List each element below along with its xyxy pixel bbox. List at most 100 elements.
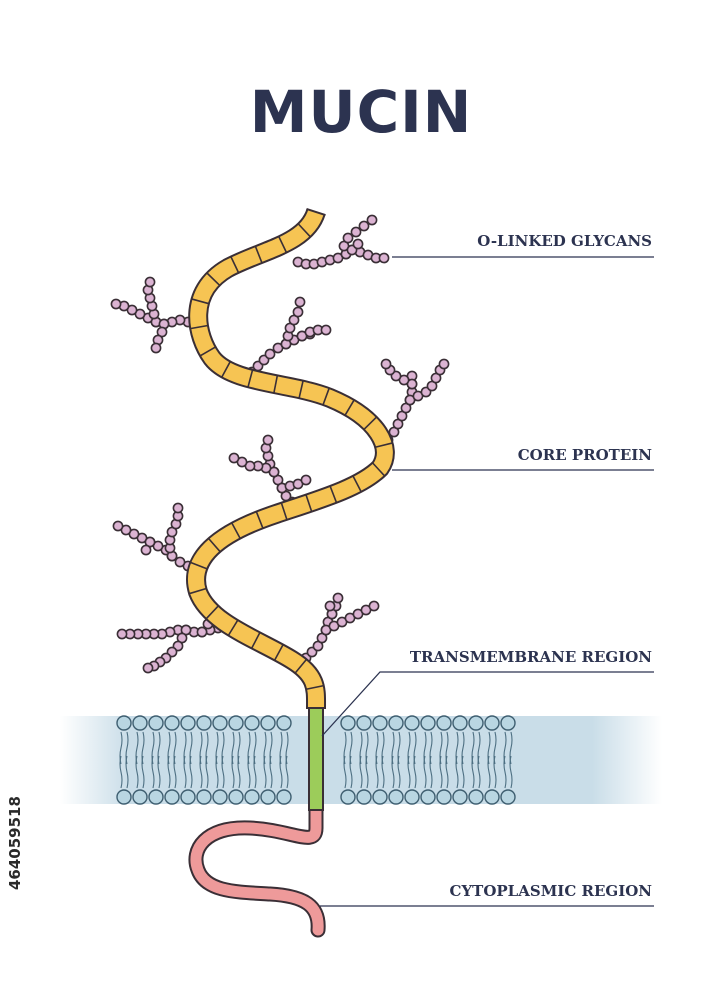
- lipid-head: [484, 715, 500, 731]
- core-protein-segments: [188, 207, 393, 710]
- core-segment-divider: [230, 256, 240, 274]
- core-segment-divider: [297, 223, 312, 238]
- o-linked-glycans: [110, 214, 450, 674]
- lipid-head: [468, 789, 484, 805]
- glycan-bead: [332, 592, 344, 604]
- core-segment-divider: [254, 245, 263, 264]
- core-segment-divider: [294, 658, 308, 674]
- lipid-tails: [119, 731, 513, 789]
- core-segment-divider: [273, 644, 284, 661]
- lipid-head: [484, 789, 500, 805]
- glycan-bead: [292, 306, 304, 318]
- glycan-bead: [438, 358, 450, 370]
- glycan-bead: [144, 276, 156, 288]
- label-o-linked-glycans: O-LINKED GLYCANS: [477, 232, 652, 250]
- lipid-head: [164, 789, 180, 805]
- glycan-bead: [320, 324, 332, 336]
- lipid-head: [276, 715, 292, 731]
- core-segment-divider: [207, 537, 221, 553]
- diagram-title: MUCIN: [249, 78, 473, 146]
- core-segment-divider: [220, 361, 231, 378]
- glycan-bead: [378, 252, 390, 264]
- lipid-head: [116, 789, 132, 805]
- glycan-bead: [358, 220, 370, 232]
- core-protein: [186, 207, 395, 710]
- lipid-head: [244, 715, 260, 731]
- core-segment-divider: [322, 387, 330, 406]
- lipid-head: [116, 715, 132, 731]
- cytoplasmic-region: [188, 798, 326, 938]
- label-cytoplasmic-region: CYTOPLASMIC REGION: [449, 882, 652, 900]
- core-segment-divider: [205, 605, 219, 620]
- glycan-bead: [174, 556, 186, 568]
- lipid-head: [468, 715, 484, 731]
- glycan-bead: [366, 214, 378, 226]
- lipid-head: [388, 715, 404, 731]
- label-transmembrane-region: TRANSMEMBRANE REGION: [409, 648, 652, 666]
- lipid-head: [500, 715, 516, 731]
- core-segment-divider: [305, 494, 313, 512]
- core-segment-divider: [374, 442, 393, 449]
- lipid-head: [404, 715, 420, 731]
- lipid-head: [260, 789, 276, 805]
- glycan-bead: [352, 238, 364, 250]
- lipid-head: [420, 715, 436, 731]
- glycan-bead: [300, 474, 312, 486]
- glycan-bead: [110, 298, 122, 310]
- lipid-head: [436, 789, 452, 805]
- lipid-head: [196, 789, 212, 805]
- lipid-head: [420, 789, 436, 805]
- lipid-head: [276, 789, 292, 805]
- glycan-bead: [380, 358, 392, 370]
- core-segment-divider: [363, 416, 378, 431]
- glycan-bead: [342, 232, 354, 244]
- lipid-head: [340, 715, 356, 731]
- label-core-protein: CORE PROTEIN: [517, 446, 652, 464]
- core-segment-divider: [298, 380, 304, 399]
- core-segment-divider: [247, 369, 254, 388]
- lipid-head: [180, 789, 196, 805]
- cell-membrane: [60, 715, 662, 805]
- core-segment-divider: [255, 511, 264, 529]
- lipid-head: [132, 715, 148, 731]
- core-segment-divider: [329, 485, 338, 504]
- glycan-bead: [172, 502, 184, 514]
- image-id-watermark: 464059518: [6, 796, 24, 890]
- core-segment-divider: [278, 236, 288, 253]
- lipid-head: [180, 715, 196, 731]
- lipid-head: [132, 789, 148, 805]
- glycan-bead: [262, 434, 274, 446]
- lipid-head: [148, 715, 164, 731]
- lipid-head: [372, 789, 388, 805]
- glycan-bead: [150, 342, 162, 354]
- lipid-head: [212, 789, 228, 805]
- core-segment-divider: [199, 346, 216, 357]
- lipid-head: [196, 715, 212, 731]
- glycan-bead: [228, 452, 240, 464]
- core-segment-divider: [227, 619, 239, 636]
- lipid-head: [404, 789, 420, 805]
- core-segment-divider: [190, 324, 209, 330]
- core-segment-divider: [352, 475, 362, 493]
- glycan-bead: [368, 600, 380, 612]
- lipid-head: [164, 715, 180, 731]
- lipid-head: [436, 715, 452, 731]
- glycan-bead: [196, 626, 208, 638]
- core-segment-divider: [273, 375, 279, 394]
- lipid-head: [452, 715, 468, 731]
- core-segment-divider: [188, 587, 207, 595]
- lipid-head: [452, 789, 468, 805]
- lipid-head: [228, 789, 244, 805]
- glycan-bead: [350, 226, 362, 238]
- lipid-head: [340, 789, 356, 805]
- lipid-head: [356, 715, 372, 731]
- glycan-bead: [142, 662, 154, 674]
- lipid-head: [372, 715, 388, 731]
- glycan-bead: [324, 600, 336, 612]
- lipid-head: [212, 715, 228, 731]
- lipid-head: [244, 789, 260, 805]
- glycan-bead: [264, 348, 276, 360]
- core-segment-divider: [305, 684, 324, 691]
- lipid-head: [388, 789, 404, 805]
- core-segment-divider: [206, 272, 221, 286]
